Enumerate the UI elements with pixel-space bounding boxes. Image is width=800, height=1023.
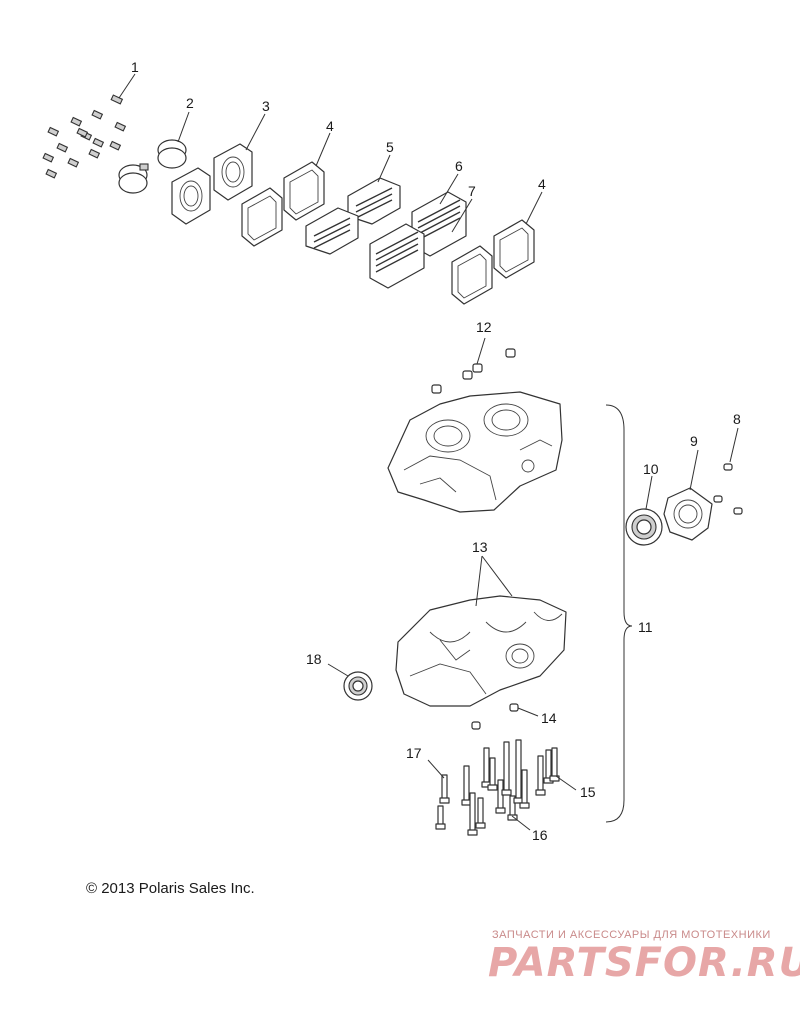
screw-set-1 [42, 94, 127, 179]
callout-10: 10 [643, 461, 659, 477]
seal-10 [625, 508, 663, 546]
callout-4-upper: 4 [326, 118, 334, 134]
gasket-4-lower [451, 219, 535, 305]
intake-adapter-3 [171, 143, 253, 225]
gasket-4-upper [241, 161, 325, 247]
callout-16: 16 [532, 827, 548, 843]
crankcase-lower [395, 595, 567, 707]
watermark-logo: PARTSFOR.RU [488, 940, 800, 986]
hose-clamp-2 [118, 139, 187, 194]
reed-stuffer-5 [305, 177, 401, 255]
screws-8 [713, 463, 743, 515]
cover-plate-9 [663, 487, 713, 541]
watermark-tagline: ЗАПЧАСТИ И АКСЕССУАРЫ ДЛЯ МОТОТЕХНИКИ [492, 929, 771, 941]
callout-5: 5 [386, 139, 394, 155]
callout-15: 15 [580, 784, 596, 800]
callout-13: 13 [472, 539, 488, 555]
callout-6: 6 [455, 158, 463, 174]
callout-12: 12 [476, 319, 492, 335]
callout-3: 3 [262, 98, 270, 114]
crank-seal-18 [343, 671, 373, 701]
callout-8: 8 [733, 411, 741, 427]
callout-4-lower: 4 [538, 176, 546, 192]
callout-9: 9 [690, 433, 698, 449]
crankcase-upper [387, 391, 563, 513]
callout-7: 7 [468, 183, 476, 199]
bolts-15-16-17 [435, 739, 560, 836]
dowel-pins-12 [431, 348, 516, 394]
dowel-pins-14 [471, 703, 519, 730]
callout-1: 1 [131, 59, 139, 75]
callout-18: 18 [306, 651, 322, 667]
callout-2: 2 [186, 95, 194, 111]
reed-valve-6-7 [369, 191, 467, 289]
callout-14: 14 [541, 710, 557, 726]
bracket-11 [605, 404, 633, 823]
copyright-notice: © 2013 Polaris Sales Inc. [86, 880, 255, 897]
callout-11: 11 [638, 619, 653, 635]
callout-17: 17 [406, 745, 422, 761]
